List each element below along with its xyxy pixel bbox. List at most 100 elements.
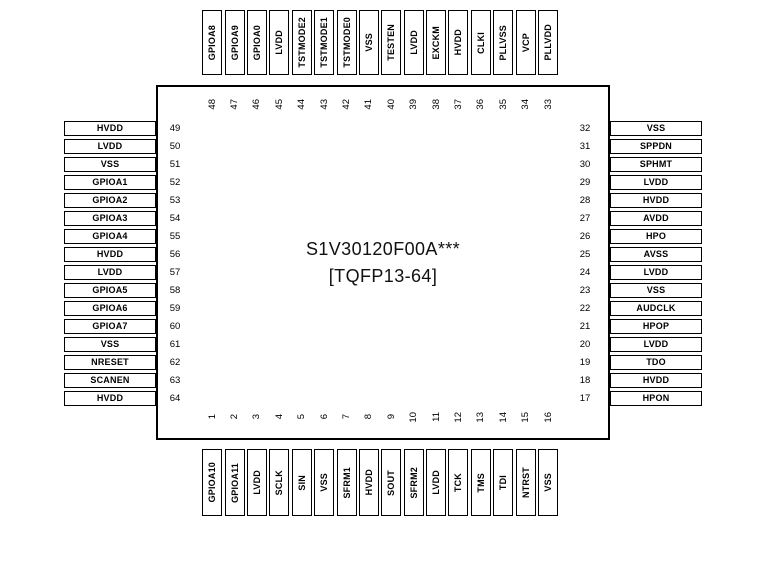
left-pin-number-slot: 57 [162, 263, 188, 281]
pin-number: 15 [520, 411, 532, 423]
pin-label: LVDD [431, 470, 442, 495]
pin-label: VCP [520, 32, 531, 53]
right-pin-slot: SPPDN [610, 137, 702, 155]
top-pin-slot: VSS [358, 10, 380, 75]
pin-number: 49 [169, 122, 181, 134]
pin-number: 40 [385, 98, 397, 110]
pin-number: 1 [206, 414, 218, 420]
bottom-pin-slot: SFRM2 [403, 449, 425, 516]
pin-label: PLLVDD [543, 24, 554, 61]
right-pin-slot: AUDCLK [610, 299, 702, 317]
pin-number: 45 [273, 98, 285, 110]
pin-label: TDI [498, 474, 509, 491]
pin-label-box: GPIOA5 [64, 282, 156, 298]
pin-label: VSS [646, 285, 666, 295]
right-pin-number-slot: 23 [572, 281, 598, 299]
left-pin-slot: GPIOA2 [64, 191, 156, 209]
pin-number: 12 [452, 411, 464, 423]
pin-number: 16 [542, 411, 554, 423]
bottom-pin-slot: HVDD [358, 449, 380, 516]
pin-label-box: CLKI [470, 10, 491, 75]
pin-label: VSS [100, 339, 120, 349]
right-pin-number-slot: 24 [572, 263, 598, 281]
pin-label: HPOP [642, 321, 670, 331]
right-pin-number-slot: 22 [572, 299, 598, 317]
pin-label: VSS [100, 159, 120, 169]
pin-label: PLLVSS [498, 24, 509, 61]
right-pin-slot: LVDD [610, 173, 702, 191]
top-pin-number-slot: 41 [358, 88, 380, 120]
top-pin-number-slot: 38 [425, 88, 447, 120]
pin-label-box: GPIOA3 [64, 210, 156, 226]
pin-number: 24 [579, 266, 591, 278]
top-pin-number-slot: 48 [201, 88, 223, 120]
left-pin-slot: VSS [64, 335, 156, 353]
bottom-pin-number-slot: 12 [447, 400, 469, 434]
pin-label-box: HPO [610, 228, 702, 244]
top-pin-number-slot: 42 [335, 88, 357, 120]
pin-label-box: HVDD [64, 120, 156, 136]
pin-label: LVDD [97, 267, 123, 277]
pin-label-box: VCP [515, 10, 536, 75]
pin-label-box: LVDD [64, 264, 156, 280]
pin-label-box: TSTMODE0 [336, 10, 357, 75]
top-pin-number-slot: 37 [447, 88, 469, 120]
left-pin-slot: GPIOA5 [64, 281, 156, 299]
top-pin-number-slot: 33 [537, 88, 559, 120]
pin-number: 63 [169, 374, 181, 386]
pin-label: TSTMODE0 [341, 17, 352, 68]
pin-label-box: PLLVDD [538, 10, 559, 75]
pin-number: 35 [497, 98, 509, 110]
top-pin-number-slot: 35 [492, 88, 514, 120]
pin-number: 2 [229, 414, 241, 420]
left-pin-labels: HVDD LVDD VSS GPIOA1 [64, 119, 156, 407]
right-pin-number-slot: 21 [572, 317, 598, 335]
pin-label-box: HVDD [448, 10, 469, 75]
bottom-pin-slot: NTRST [514, 449, 536, 516]
pin-number: 26 [579, 230, 591, 242]
bottom-pin-number-slot: 3 [246, 400, 268, 434]
bottom-pin-number-slot: 1 [201, 400, 223, 434]
pin-label: HVDD [642, 375, 670, 385]
pin-number: 29 [579, 176, 591, 188]
left-pin-slot: GPIOA1 [64, 173, 156, 191]
left-pin-number-slot: 59 [162, 299, 188, 317]
pin-number: 9 [385, 414, 397, 420]
pin-number: 33 [542, 98, 554, 110]
pin-label: HVDD [642, 195, 670, 205]
pin-label-box: TESTEN [381, 10, 402, 75]
pin-label-box: HVDD [610, 192, 702, 208]
pin-number: 46 [251, 98, 263, 110]
pin-label: GPIOA1 [92, 177, 128, 187]
right-pin-number-slot: 18 [572, 371, 598, 389]
pin-label: NRESET [91, 357, 129, 367]
right-pin-slot: LVDD [610, 263, 702, 281]
pin-number: 27 [579, 212, 591, 224]
right-pin-slot: LVDD [610, 335, 702, 353]
pin-label: LVDD [274, 30, 285, 55]
left-pin-number-slot: 55 [162, 227, 188, 245]
pin-label-box: GPIOA9 [224, 10, 245, 75]
bottom-pin-number-slot: 8 [358, 400, 380, 434]
top-pin-slot: TSTMODE1 [313, 10, 335, 75]
pin-label-box: HVDD [358, 449, 379, 516]
bottom-pin-slot: SIN [291, 449, 313, 516]
pin-label-box: VSS [610, 120, 702, 136]
left-pin-slot: GPIOA3 [64, 209, 156, 227]
pin-number: 17 [579, 392, 591, 404]
right-pin-slot: VSS [610, 281, 702, 299]
pin-label-box: GPIOA8 [202, 10, 223, 75]
pin-label-box: SCANEN [64, 372, 156, 388]
pin-label: HVDD [363, 469, 374, 496]
pin-label: TCK [453, 472, 464, 493]
pin-label: NTRST [520, 467, 531, 498]
pin-label-box: SOUT [381, 449, 402, 516]
top-pin-slot: GPIOA0 [246, 10, 268, 75]
top-pin-slot: TSTMODE2 [291, 10, 313, 75]
pin-label-box: GPIOA7 [64, 318, 156, 334]
right-pin-number-slot: 26 [572, 227, 598, 245]
right-pin-slot: TDO [610, 353, 702, 371]
pin-label-box: LVDD [610, 174, 702, 190]
pin-number: 51 [169, 158, 181, 170]
pin-number: 38 [430, 98, 442, 110]
